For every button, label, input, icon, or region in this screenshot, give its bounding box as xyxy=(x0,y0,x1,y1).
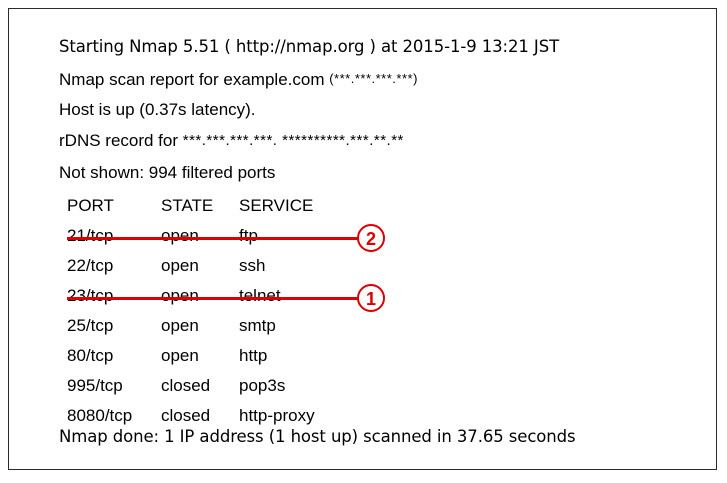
scan-report-masked-ip: (***.***.***.***) xyxy=(329,71,418,86)
row-service: pop3s xyxy=(239,376,286,395)
row-port: 23/tcp xyxy=(67,286,114,305)
row-port: 25/tcp xyxy=(67,316,114,335)
row-service: ftp xyxy=(239,226,258,245)
row-state: open xyxy=(161,256,199,275)
row-port: 80/tcp xyxy=(67,346,114,365)
row-port: 8080/tcp xyxy=(67,406,133,425)
row-service: ssh xyxy=(239,256,266,275)
row-service: http-proxy xyxy=(239,406,315,425)
row-state: open xyxy=(161,226,199,245)
annotation-line-2 xyxy=(67,237,367,240)
row-service: http xyxy=(239,346,268,365)
row-state: open xyxy=(161,316,199,335)
row-service: telnet xyxy=(239,286,281,305)
rdns-record-line: rDNS record for ***.***.***.***. *******… xyxy=(59,131,404,151)
scan-report-prefix: Nmap scan report for example.com xyxy=(59,70,330,89)
row-port: 21/tcp xyxy=(67,226,114,245)
annotation-marker-1: 1 xyxy=(357,284,385,312)
row-state: closed xyxy=(161,376,211,395)
nmap-scan-report-line: Nmap scan report for example.com (***.**… xyxy=(59,69,418,90)
row-service: smtp xyxy=(239,316,276,335)
annotation-marker-2: 2 xyxy=(357,224,385,252)
row-state: closed xyxy=(161,406,211,425)
row-port: 995/tcp xyxy=(67,376,123,395)
row-state: open xyxy=(161,286,199,305)
header-port: PORT xyxy=(67,196,114,215)
rdns-prefix: rDNS record for xyxy=(59,131,183,150)
row-state: open xyxy=(161,346,199,365)
document-frame: Starting Nmap 5.51 ( http://nmap.org ) a… xyxy=(8,8,717,470)
nmap-start-line: Starting Nmap 5.51 ( http://nmap.org ) a… xyxy=(59,37,560,56)
row-port: 22/tcp xyxy=(67,256,114,275)
nmap-done-line: Nmap done: 1 IP address (1 host up) scan… xyxy=(59,427,576,446)
rdns-masked-value: ***.***.***.***. **********.***.**.** xyxy=(182,132,404,149)
header-service: SERVICE xyxy=(239,196,314,215)
not-shown-line: Not shown: 994 filtered ports xyxy=(59,163,276,182)
host-status-line: Host is up (0.37s latency). xyxy=(59,100,256,119)
header-state: STATE xyxy=(161,196,214,215)
annotation-line-1 xyxy=(67,297,367,300)
